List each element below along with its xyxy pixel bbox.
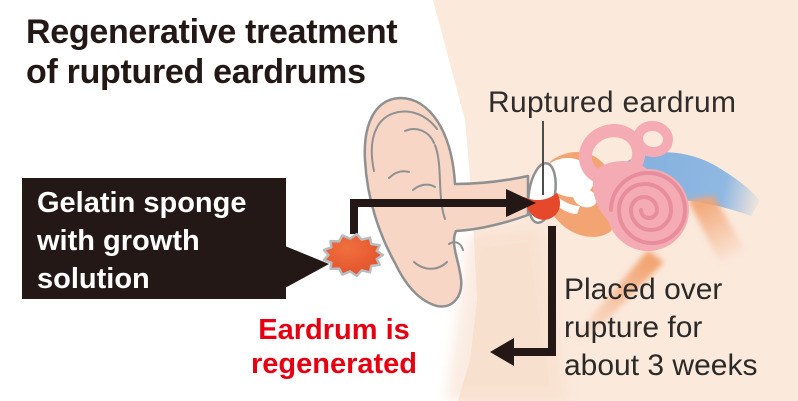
gelatin-sponge-starburst-icon — [322, 232, 385, 278]
arrowhead-left-icon — [490, 338, 514, 366]
result-line2: regenerated — [250, 348, 417, 380]
placed-line2: rupture for — [564, 311, 703, 344]
page-title: Regenerative treatment of ruptured eardr… — [26, 12, 398, 92]
skin-shadow-wedge — [446, 226, 566, 401]
callout-line3: solution — [37, 263, 150, 295]
callout-pointer-triangle — [285, 246, 329, 288]
inner-ear-blue-region — [615, 152, 760, 216]
placed-over-rupture-label: Placed over rupture for about 3 weeks — [564, 271, 757, 385]
gelatin-sponge-callout-box: Gelatin sponge with growth solution — [22, 178, 286, 299]
page-title-line1: Regenerative treatment — [26, 13, 398, 51]
ossicle-blob — [573, 188, 597, 208]
arrowhead-right-icon — [506, 189, 536, 217]
callout-line1: Gelatin sponge — [37, 187, 247, 219]
ruptured-eardrum-label: Ruptured eardrum — [488, 86, 737, 119]
placed-line3: about 3 weeks — [564, 349, 758, 382]
page-title-line2: of ruptured eardrums — [26, 53, 366, 91]
placed-line1: Placed over — [564, 273, 723, 306]
cochlea-spiral-line — [609, 171, 688, 245]
semicircular-canal-small — [633, 120, 673, 158]
callout-line2: with growth — [37, 225, 200, 257]
eardrum-regenerated-label: Eardrum is regenerated — [205, 313, 463, 381]
result-line1: Eardrum is — [258, 314, 410, 346]
nerve-tail-band — [688, 196, 745, 263]
eustachian-tube-band — [566, 250, 664, 347]
pinna-ridge-lines — [370, 110, 464, 270]
arrow-eardrum-down-left — [490, 226, 556, 366]
eardrum-rupture-patch — [524, 193, 561, 220]
arrow-sponge-to-eardrum — [350, 189, 536, 234]
